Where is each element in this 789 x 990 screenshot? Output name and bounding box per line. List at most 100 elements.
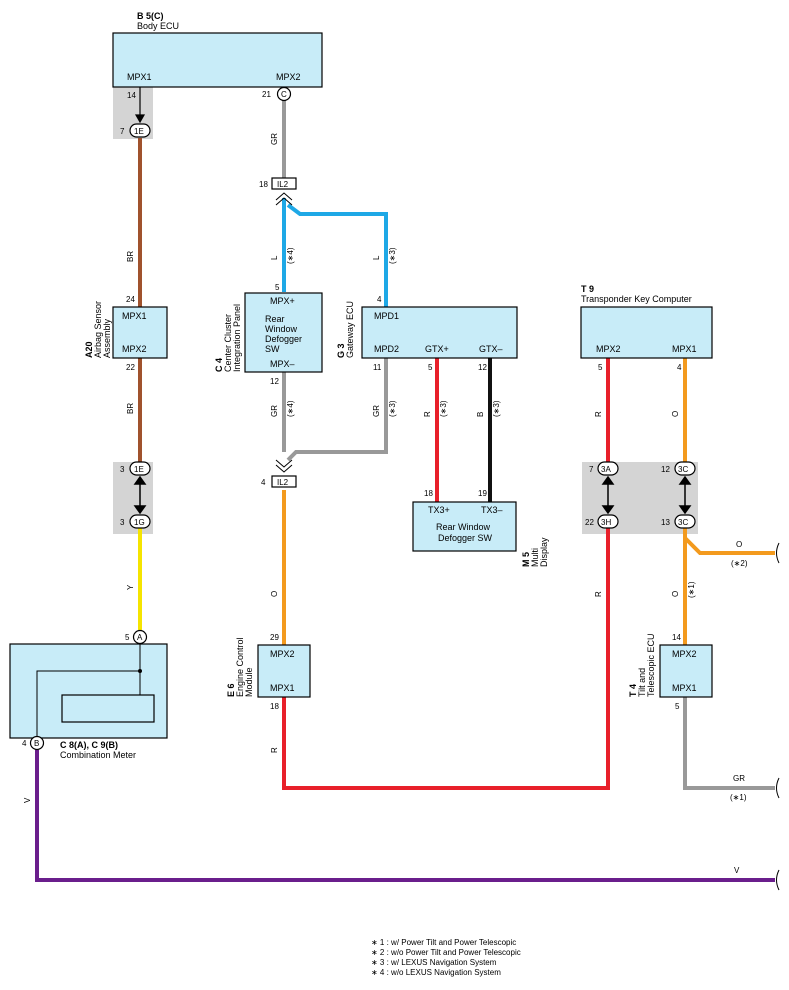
wire-label-gr-1: GR <box>270 133 279 145</box>
combination-meter-box <box>9 643 168 739</box>
link-arrow-3a-3h <box>601 475 615 515</box>
engine-name-2: Module <box>244 667 254 697</box>
pin-13-3c: 13 <box>661 518 670 527</box>
airbag-pin-mpx1: MPX1 <box>122 311 147 321</box>
pin-12-cluster: 12 <box>270 377 279 386</box>
md-name-1: Multi <box>530 548 540 567</box>
wire-mark-3a: (∗3) <box>388 247 397 264</box>
wire-label-l-2: L <box>372 255 381 260</box>
connector-c <box>276 86 292 102</box>
wire-label-y: Y <box>126 584 135 590</box>
transponder-name: Transponder Key Computer <box>581 294 692 304</box>
meter-internal-block <box>61 694 155 723</box>
wire-label-o-3: O <box>270 591 279 597</box>
pin-22-airbag: 22 <box>126 363 135 372</box>
meter-name: Combination Meter <box>60 750 136 760</box>
connector-3c-bot-label: 3C <box>678 518 688 527</box>
md-pin-tx3p: TX3+ <box>428 505 450 515</box>
connector-3c-bot <box>674 514 696 529</box>
cluster-body-3: Defogger <box>265 334 302 344</box>
wire-label-br-2: BR <box>126 403 135 414</box>
pin-3-1e: 3 <box>120 465 125 474</box>
tilt-name-1: Tilt and <box>637 668 647 697</box>
pin-5-gtxp: 5 <box>428 363 433 372</box>
wire-label-r-4: R <box>270 747 279 753</box>
wire-mark-3d: (∗3) <box>492 400 501 417</box>
pin-3-1g: 3 <box>120 518 125 527</box>
pin-18-md: 18 <box>424 489 433 498</box>
body-ecu-code: B 5(C) <box>137 11 164 21</box>
transponder-pin-mpx2: MPX2 <box>596 344 621 354</box>
cluster-name-2: Integration Panel <box>232 304 242 372</box>
connector-a <box>132 629 148 645</box>
pin-11-gateway: 11 <box>373 363 382 372</box>
wire-label-r-3: R <box>594 591 603 597</box>
pin-12-gtxm: 12 <box>478 363 487 372</box>
connector-3c-top <box>674 461 696 476</box>
footnote-3: ∗ 3 : w/ LEXUS Navigation System <box>371 958 497 967</box>
cluster-pin-mpxm: MPX– <box>270 359 295 369</box>
pin-22-3h: 22 <box>585 518 594 527</box>
wire-label-v-1: V <box>23 797 32 803</box>
md-name-2: Display <box>539 537 549 567</box>
link-arrow-body-1e <box>134 87 146 124</box>
connector-il2-top-label: IL2 <box>277 180 289 189</box>
wire-mark-3c: (∗3) <box>439 400 448 417</box>
pin-12-3c: 12 <box>661 465 670 474</box>
link-arrow-3c <box>678 475 692 515</box>
cluster-name-1: Center Cluster <box>223 314 233 372</box>
connector-b <box>29 735 45 751</box>
airbag-name-1: Airbag Sensor <box>93 301 103 358</box>
wire-mark-4b: (∗4) <box>286 400 295 417</box>
cluster-body-2: Window <box>265 324 298 334</box>
pin-14-tilt: 14 <box>672 633 681 642</box>
footnote-2: ∗ 2 : w/o Power Tilt and Power Telescopi… <box>371 948 521 957</box>
cluster-body-4: SW <box>265 344 280 354</box>
body-ecu-pin-mpx2: MPX2 <box>276 72 301 82</box>
transponder-code: T 9 <box>581 284 594 294</box>
pin-4-meter: 4 <box>22 739 27 748</box>
pin-21: 21 <box>262 90 271 99</box>
wire-label-gr-2: GR <box>270 405 279 417</box>
connector-3h <box>597 514 619 529</box>
connector-3c-top-label: 3C <box>678 465 688 474</box>
connector-c-label: C <box>281 90 287 99</box>
footnote-1: ∗ 1 : w/ Power Tilt and Power Telescopic <box>371 938 516 947</box>
md-code: M 5 <box>521 552 531 567</box>
airbag-name-2: Assembly <box>102 318 112 358</box>
airbag-sensor-box <box>112 306 168 359</box>
engine-code: E 6 <box>226 683 236 697</box>
wire-label-b: B <box>476 412 485 417</box>
pin-5-transponder: 5 <box>598 363 603 372</box>
connector-1e-top <box>129 123 151 138</box>
wire-label-gr-4: GR <box>733 774 745 783</box>
connector-1g-label: 1G <box>134 518 145 527</box>
engine-module-box <box>257 644 311 698</box>
il2-bot-chevron <box>275 459 293 473</box>
md-body-1: Rear Window <box>436 522 491 532</box>
wire-label-o-2: O <box>671 591 680 597</box>
connector-3a <box>597 461 619 476</box>
transponder-pin-mpx1: MPX1 <box>672 344 697 354</box>
pin-7: 7 <box>120 127 125 136</box>
md-body-2: Defogger SW <box>438 533 493 543</box>
md-pin-tx3m: TX3– <box>481 505 503 515</box>
engine-name-1: Engine Control <box>235 637 245 697</box>
meter-internal-line <box>36 644 141 738</box>
gateway-pin-gtxm: GTX– <box>479 344 503 354</box>
cluster-body-1: Rear <box>265 314 285 324</box>
pin-29: 29 <box>270 633 279 642</box>
wire-label-l-1: L <box>270 255 279 260</box>
tilt-name-2: Telescopic ECU <box>646 633 656 697</box>
pin-14: 14 <box>127 91 136 100</box>
pin-18-engine: 18 <box>270 702 279 711</box>
wire-l-blue-gateway <box>286 203 388 307</box>
pin-4-gateway: 4 <box>377 295 382 304</box>
body-ecu-pin-mpx1: MPX1 <box>127 72 152 82</box>
body-ecu-box <box>112 32 323 88</box>
pin-4-il2: 4 <box>261 478 266 487</box>
wire-mark-3b: (∗3) <box>388 400 397 417</box>
connector-a-label: A <box>137 633 143 642</box>
footnote-4: ∗ 4 : w/o LEXUS Navigation System <box>371 968 501 977</box>
